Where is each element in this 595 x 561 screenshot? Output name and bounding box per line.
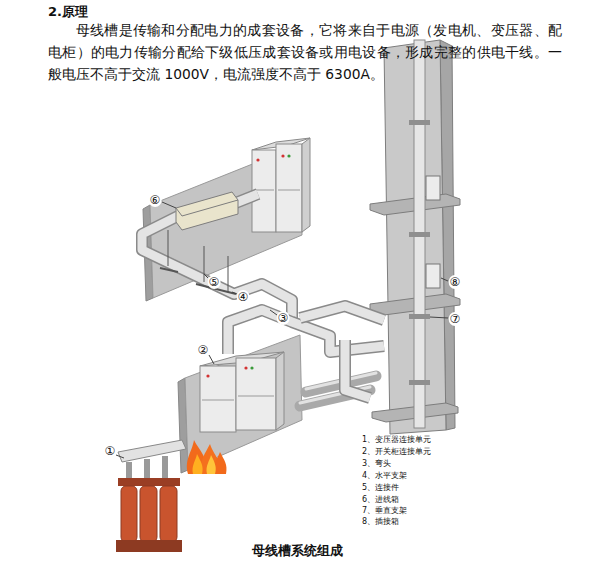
plug-box bbox=[426, 264, 440, 288]
indicator-lamp bbox=[244, 366, 247, 369]
vertical-bracket bbox=[409, 380, 430, 385]
leader-line bbox=[209, 355, 214, 364]
legend-item: 5、连接件 bbox=[362, 483, 399, 493]
leader-line bbox=[441, 278, 448, 281]
legend-item: 4、水平支架 bbox=[362, 471, 407, 481]
inlet-box-edge bbox=[182, 200, 238, 216]
vertical-bracket bbox=[409, 314, 430, 319]
flame-core bbox=[193, 454, 203, 474]
indicator-lamp bbox=[287, 154, 290, 157]
leader-line bbox=[270, 310, 277, 315]
cabinet-door bbox=[254, 190, 274, 191]
leader-line bbox=[430, 317, 448, 318]
callout-number: ③ bbox=[277, 311, 290, 325]
vertical-bracket bbox=[409, 120, 430, 125]
section-heading: 2.原理 bbox=[48, 3, 88, 21]
hanger-rod bbox=[168, 230, 169, 266]
shaft-wall bbox=[384, 40, 446, 434]
leader-line bbox=[204, 274, 208, 278]
transformer-frame bbox=[118, 478, 180, 486]
callout-number: ⑦ bbox=[449, 312, 462, 326]
switch-cabinet bbox=[276, 144, 302, 232]
busway-outline bbox=[345, 340, 370, 398]
callout-number: ⑤ bbox=[208, 275, 221, 289]
indicator-lamp bbox=[206, 374, 209, 377]
hanger-rod bbox=[228, 256, 229, 292]
body-paragraph: 母线槽是传输和分配电力的成套设备，它将来自于电源（发电机、变压器、配电柜）的电力… bbox=[48, 19, 562, 85]
legend-item: 6、进线箱 bbox=[362, 495, 399, 505]
horizontal-bracket bbox=[160, 268, 178, 272]
callout-number: ① bbox=[104, 444, 117, 458]
legend-item: 7、垂直支架 bbox=[362, 506, 407, 516]
plug-box bbox=[426, 176, 440, 200]
busway-duct bbox=[300, 306, 384, 320]
cabinet-door bbox=[278, 190, 300, 191]
cabinet-door bbox=[202, 400, 234, 401]
wall bbox=[185, 335, 302, 470]
transformer-coil bbox=[140, 486, 157, 542]
legend-item: 3、弯头 bbox=[362, 459, 391, 469]
cabinet-door bbox=[238, 396, 274, 397]
hanger-rod bbox=[204, 246, 205, 282]
transformer-base bbox=[116, 540, 182, 552]
legend-item: 2、开关柜连接单元 bbox=[362, 447, 431, 457]
indicator-lamp bbox=[250, 366, 253, 369]
callout-number: ② bbox=[197, 343, 210, 357]
callout-number: ⑥ bbox=[149, 193, 162, 207]
figure-caption: 母线槽系统组成 bbox=[0, 542, 595, 560]
cabinet-side bbox=[302, 138, 310, 232]
indicator-lamp bbox=[281, 154, 284, 157]
transformer-connection bbox=[118, 440, 186, 462]
inlet-box-edge bbox=[176, 208, 182, 216]
vertical-bracket bbox=[409, 232, 430, 237]
switch-cabinet bbox=[236, 358, 276, 430]
bushing bbox=[144, 459, 150, 478]
transformer-coil bbox=[160, 486, 177, 542]
switch-cabinet bbox=[200, 366, 236, 432]
inlet-box bbox=[176, 192, 238, 230]
busway-outline bbox=[142, 216, 292, 322]
legend-item: 1、变压器连接单元 bbox=[362, 435, 431, 445]
callout-number: ⑧ bbox=[449, 275, 462, 289]
bushing bbox=[162, 456, 168, 478]
bushing bbox=[126, 462, 132, 478]
busway-outline bbox=[300, 306, 384, 320]
busway-duct bbox=[345, 340, 370, 398]
flame-core bbox=[207, 455, 216, 474]
legend-item: 8、插接箱 bbox=[362, 517, 399, 527]
leader-line bbox=[116, 455, 124, 458]
busway-duct bbox=[142, 216, 292, 322]
cabinet-side bbox=[276, 352, 284, 430]
callout-number: ④ bbox=[237, 290, 250, 304]
indicator-lamp bbox=[256, 158, 259, 161]
leader-line bbox=[162, 202, 176, 208]
transformer-coil bbox=[121, 486, 137, 542]
